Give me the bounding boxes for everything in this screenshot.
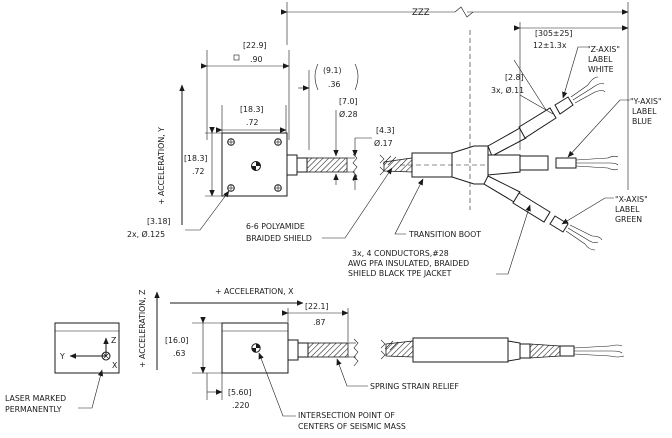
z-axis-label-1: "Z-AXIS" xyxy=(587,45,620,54)
shield-label-2: BRAIDED SHIELD xyxy=(246,234,312,243)
x-axis-label-3: GREEN xyxy=(615,215,642,224)
bolt-square-in: .90 xyxy=(250,55,262,64)
sensor-body-top xyxy=(221,132,288,197)
spring-strain-relief-side xyxy=(307,342,349,358)
y-axis-label-1: "Y-AXIS" xyxy=(630,97,662,106)
body-width-in: .72 xyxy=(246,118,258,127)
mass-offset-in: .220 xyxy=(232,401,249,410)
laser-label-1: LASER MARKED xyxy=(5,394,66,403)
strain-relief-label: SPRING STRAIN RELIEF xyxy=(370,382,459,391)
lead-length-in: 12±1.3x xyxy=(533,41,567,50)
y-axis-label-3: BLUE xyxy=(632,117,652,126)
x-branch-sleeve xyxy=(512,192,551,223)
z-branch-sleeve xyxy=(518,107,557,139)
mount-hole-in: 2x, Ø.125 xyxy=(127,230,165,239)
axis-z-letter: Z xyxy=(111,336,116,345)
overall-length-label: ZZZ xyxy=(412,8,430,18)
x-axis-label-2: LABEL xyxy=(615,205,640,214)
laser-marked-face xyxy=(54,322,120,374)
spring-strain-relief-top xyxy=(306,157,348,173)
side-len-in: .87 xyxy=(313,318,325,327)
conductors-label-1: 3x, 4 CONDUCTORS,#28 xyxy=(352,249,449,258)
wire-dia-in: Ø.17 xyxy=(374,139,393,148)
top-view: ZZZ [22.9] .90 (9.1) .36 [18.3] .72 [18.… xyxy=(127,2,662,278)
laser-label-2: PERMANENTLY xyxy=(5,405,62,414)
side-height-in: .63 xyxy=(173,349,185,358)
sleeve-dia-mm: [2.8] xyxy=(505,73,523,82)
bolt-offset-in: .36 xyxy=(328,80,340,89)
intersection-label-2: CENTERS OF SEISMIC MASS xyxy=(298,422,406,431)
boot-label: TRANSITION BOOT xyxy=(408,230,481,239)
accel-y-label: + ACCELERATION, Y xyxy=(157,127,166,205)
accel-z-label: + ACCELERATION, Z xyxy=(138,290,147,368)
mass-offset-mm: [5.60] xyxy=(228,388,251,397)
square-symbol-icon xyxy=(233,54,240,61)
conductors-label-2: AWG PFA INSULATED, BRAIDED xyxy=(348,259,469,268)
bolt-offset-mm: (9.1) xyxy=(323,66,341,75)
body-width-mm: [18.3] xyxy=(240,105,263,114)
lead-length-mm: [305±25] xyxy=(535,29,572,38)
z-axis-label-3: WHITE xyxy=(588,65,614,74)
conductors-label-3: SHIELD BLACK TPE JACKET xyxy=(348,269,452,278)
side-view: + ACCELERATION, X + ACCELERATION, Z Z Y … xyxy=(5,287,625,431)
bolt-square-mm: [22.9] xyxy=(243,41,266,50)
cable-dia-in: Ø.28 xyxy=(339,110,358,119)
wire-dia-mm: [4.3] xyxy=(376,126,394,135)
side-len-mm: [22.1] xyxy=(305,302,328,311)
body-height-mm: [18.3] xyxy=(184,154,207,163)
body-height-in: .72 xyxy=(192,167,204,176)
y-branch-sleeve xyxy=(519,155,549,171)
mount-hole-mm: [3.18] xyxy=(147,217,170,226)
sleeve-dia-in: 3x, Ø.11 xyxy=(491,86,524,95)
shield-label-1: 6-6 POLYAMIDE xyxy=(246,222,305,231)
axis-y-letter: Y xyxy=(59,352,65,361)
side-height-mm: [16.0] xyxy=(165,336,188,345)
mount-hole-icon xyxy=(227,138,235,146)
axis-x-letter: X xyxy=(112,361,118,370)
accel-x-label: + ACCELERATION, X xyxy=(215,287,294,296)
cable-dia-mm: [7.0] xyxy=(339,97,357,106)
z-axis-label-2: LABEL xyxy=(588,55,613,64)
intersection-label-1: INTERSECTION POINT OF xyxy=(298,411,395,420)
cable-jacket-side xyxy=(412,337,509,363)
y-axis-label-2: LABEL xyxy=(632,107,657,116)
x-axis-out-icon xyxy=(101,351,111,361)
x-axis-label-1: "X-AXIS" xyxy=(615,195,648,204)
